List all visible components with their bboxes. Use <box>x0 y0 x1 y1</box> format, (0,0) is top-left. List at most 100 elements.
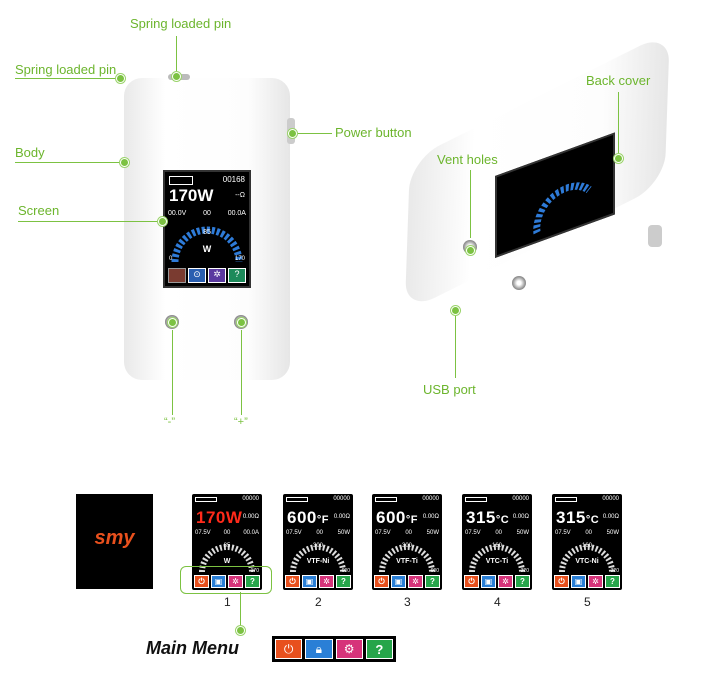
mode-name: VTF-Ni <box>306 558 330 565</box>
battery-icon <box>286 497 308 502</box>
help-icon[interactable]: ? <box>425 575 440 588</box>
leader-line <box>15 162 122 163</box>
mid-readout: 00 <box>316 530 324 536</box>
mode-value: 600°F <box>376 508 418 527</box>
lock-icon[interactable]: ▣ <box>481 575 496 588</box>
voltage-readout: 07.5V <box>195 530 211 536</box>
leader-line <box>172 330 173 415</box>
lock-icon[interactable]: ▣ <box>302 575 317 588</box>
power-icon[interactable]: ⏻ <box>464 575 479 588</box>
puffs-counter: 00000 <box>333 496 350 502</box>
gear-icon[interactable]: ✲ <box>588 575 603 588</box>
lock-icon[interactable]: ⊙ <box>188 268 206 283</box>
mode-name: VTC-Ni <box>575 558 599 565</box>
screen-number-3: 3 <box>404 595 411 609</box>
puffs-counter: 00000 <box>422 496 439 502</box>
battery-icon <box>375 497 397 502</box>
amps-readout: 00.0A <box>227 210 246 217</box>
voltage-readout: 07.5V <box>375 530 391 536</box>
gear-icon[interactable]: ✲ <box>208 268 226 283</box>
leader-line <box>294 133 332 134</box>
gear-icon[interactable]: ✲ <box>408 575 423 588</box>
dial-value: 85 <box>223 543 231 549</box>
label-left-pin: Spring loaded pin <box>15 62 117 77</box>
ohm-readout: 0.00Ω <box>333 514 350 520</box>
label-plus: “+” <box>234 416 248 428</box>
dial-max: 320 <box>520 568 529 574</box>
mid-readout: 00 <box>223 530 231 536</box>
angled-button-2[interactable] <box>512 276 526 290</box>
help-icon[interactable]: ? <box>336 575 351 588</box>
label-minus: “-” <box>164 416 175 428</box>
voltage-readout: 07.5V <box>465 530 481 536</box>
battery-icon <box>169 176 193 185</box>
brand-logo: smy <box>94 527 135 549</box>
mid-readout: 00 <box>405 530 413 536</box>
angled-power-button[interactable] <box>648 225 662 247</box>
right-readout: 50W <box>426 530 439 536</box>
leader-line <box>618 92 619 154</box>
dial-max: 600 <box>430 568 439 574</box>
label-screen: Screen <box>18 203 60 218</box>
power-icon[interactable] <box>168 268 186 283</box>
help-icon[interactable]: ? <box>228 268 246 283</box>
leader-line <box>18 221 160 222</box>
dial-min: 0 <box>169 256 173 262</box>
ohm-readout: --Ω <box>235 192 245 199</box>
lock-icon[interactable]: 🔒︎ <box>305 639 333 659</box>
marker-dot <box>116 74 125 83</box>
leader-line <box>176 36 177 76</box>
help-icon[interactable]: ? <box>245 575 260 588</box>
gear-icon[interactable]: ✲ <box>319 575 334 588</box>
brand-logo-screen: smy <box>76 494 153 589</box>
gear-icon[interactable]: ✲ <box>498 575 513 588</box>
help-icon[interactable]: ? <box>605 575 620 588</box>
marker-dot <box>158 217 167 226</box>
dial-value: 160 <box>581 543 592 549</box>
marker-dot <box>614 154 623 163</box>
power-dial <box>171 226 243 263</box>
marker-dot <box>172 72 181 81</box>
voltage-readout: 07.5V <box>555 530 571 536</box>
label-power-button: Power button <box>335 125 412 140</box>
gear-icon[interactable]: ✲ <box>228 575 243 588</box>
screen-number-2: 2 <box>315 595 322 609</box>
dial-unit: W <box>202 244 212 254</box>
label-body: Body <box>15 145 45 160</box>
dial-value: 300 <box>401 543 412 549</box>
angled-screen <box>495 132 615 258</box>
lock-icon[interactable]: ▣ <box>571 575 586 588</box>
power-icon[interactable]: ⏻ <box>374 575 389 588</box>
right-readout: 50W <box>337 530 350 536</box>
screen-number-4: 4 <box>494 595 501 609</box>
dial-max: 170 <box>234 256 245 262</box>
right-readout: 00.0A <box>243 530 259 536</box>
power-icon[interactable]: ⏻ <box>194 575 209 588</box>
dial-value: 160 <box>491 543 502 549</box>
gear-icon[interactable]: ⚙ <box>335 639 363 659</box>
screen-number-1: 1 <box>224 595 231 609</box>
help-icon[interactable]: ? <box>515 575 530 588</box>
menu-highlight-outline <box>180 566 272 594</box>
power-icon[interactable]: ⏻ <box>554 575 569 588</box>
leader-line <box>455 316 456 378</box>
lock-icon[interactable]: ▣ <box>391 575 406 588</box>
mode-value: 315°C <box>466 508 510 527</box>
ohm-readout: 0.00Ω <box>512 514 529 520</box>
puffs-counter: 00000 <box>242 496 259 502</box>
right-readout: 50W <box>516 530 529 536</box>
mode-value: 315°C <box>556 508 600 527</box>
marker-dot <box>466 246 475 255</box>
power-icon[interactable]: ⏻ <box>275 639 303 659</box>
voltage-readout: 07.5V <box>286 530 302 536</box>
help-icon[interactable]: ? <box>365 639 393 659</box>
mode-value: 170W <box>196 508 243 527</box>
label-top-pin: Spring loaded pin <box>130 16 232 31</box>
label-back-cover: Back cover <box>586 73 651 88</box>
power-icon[interactable]: ⏻ <box>285 575 300 588</box>
lock-icon[interactable]: ▣ <box>211 575 226 588</box>
